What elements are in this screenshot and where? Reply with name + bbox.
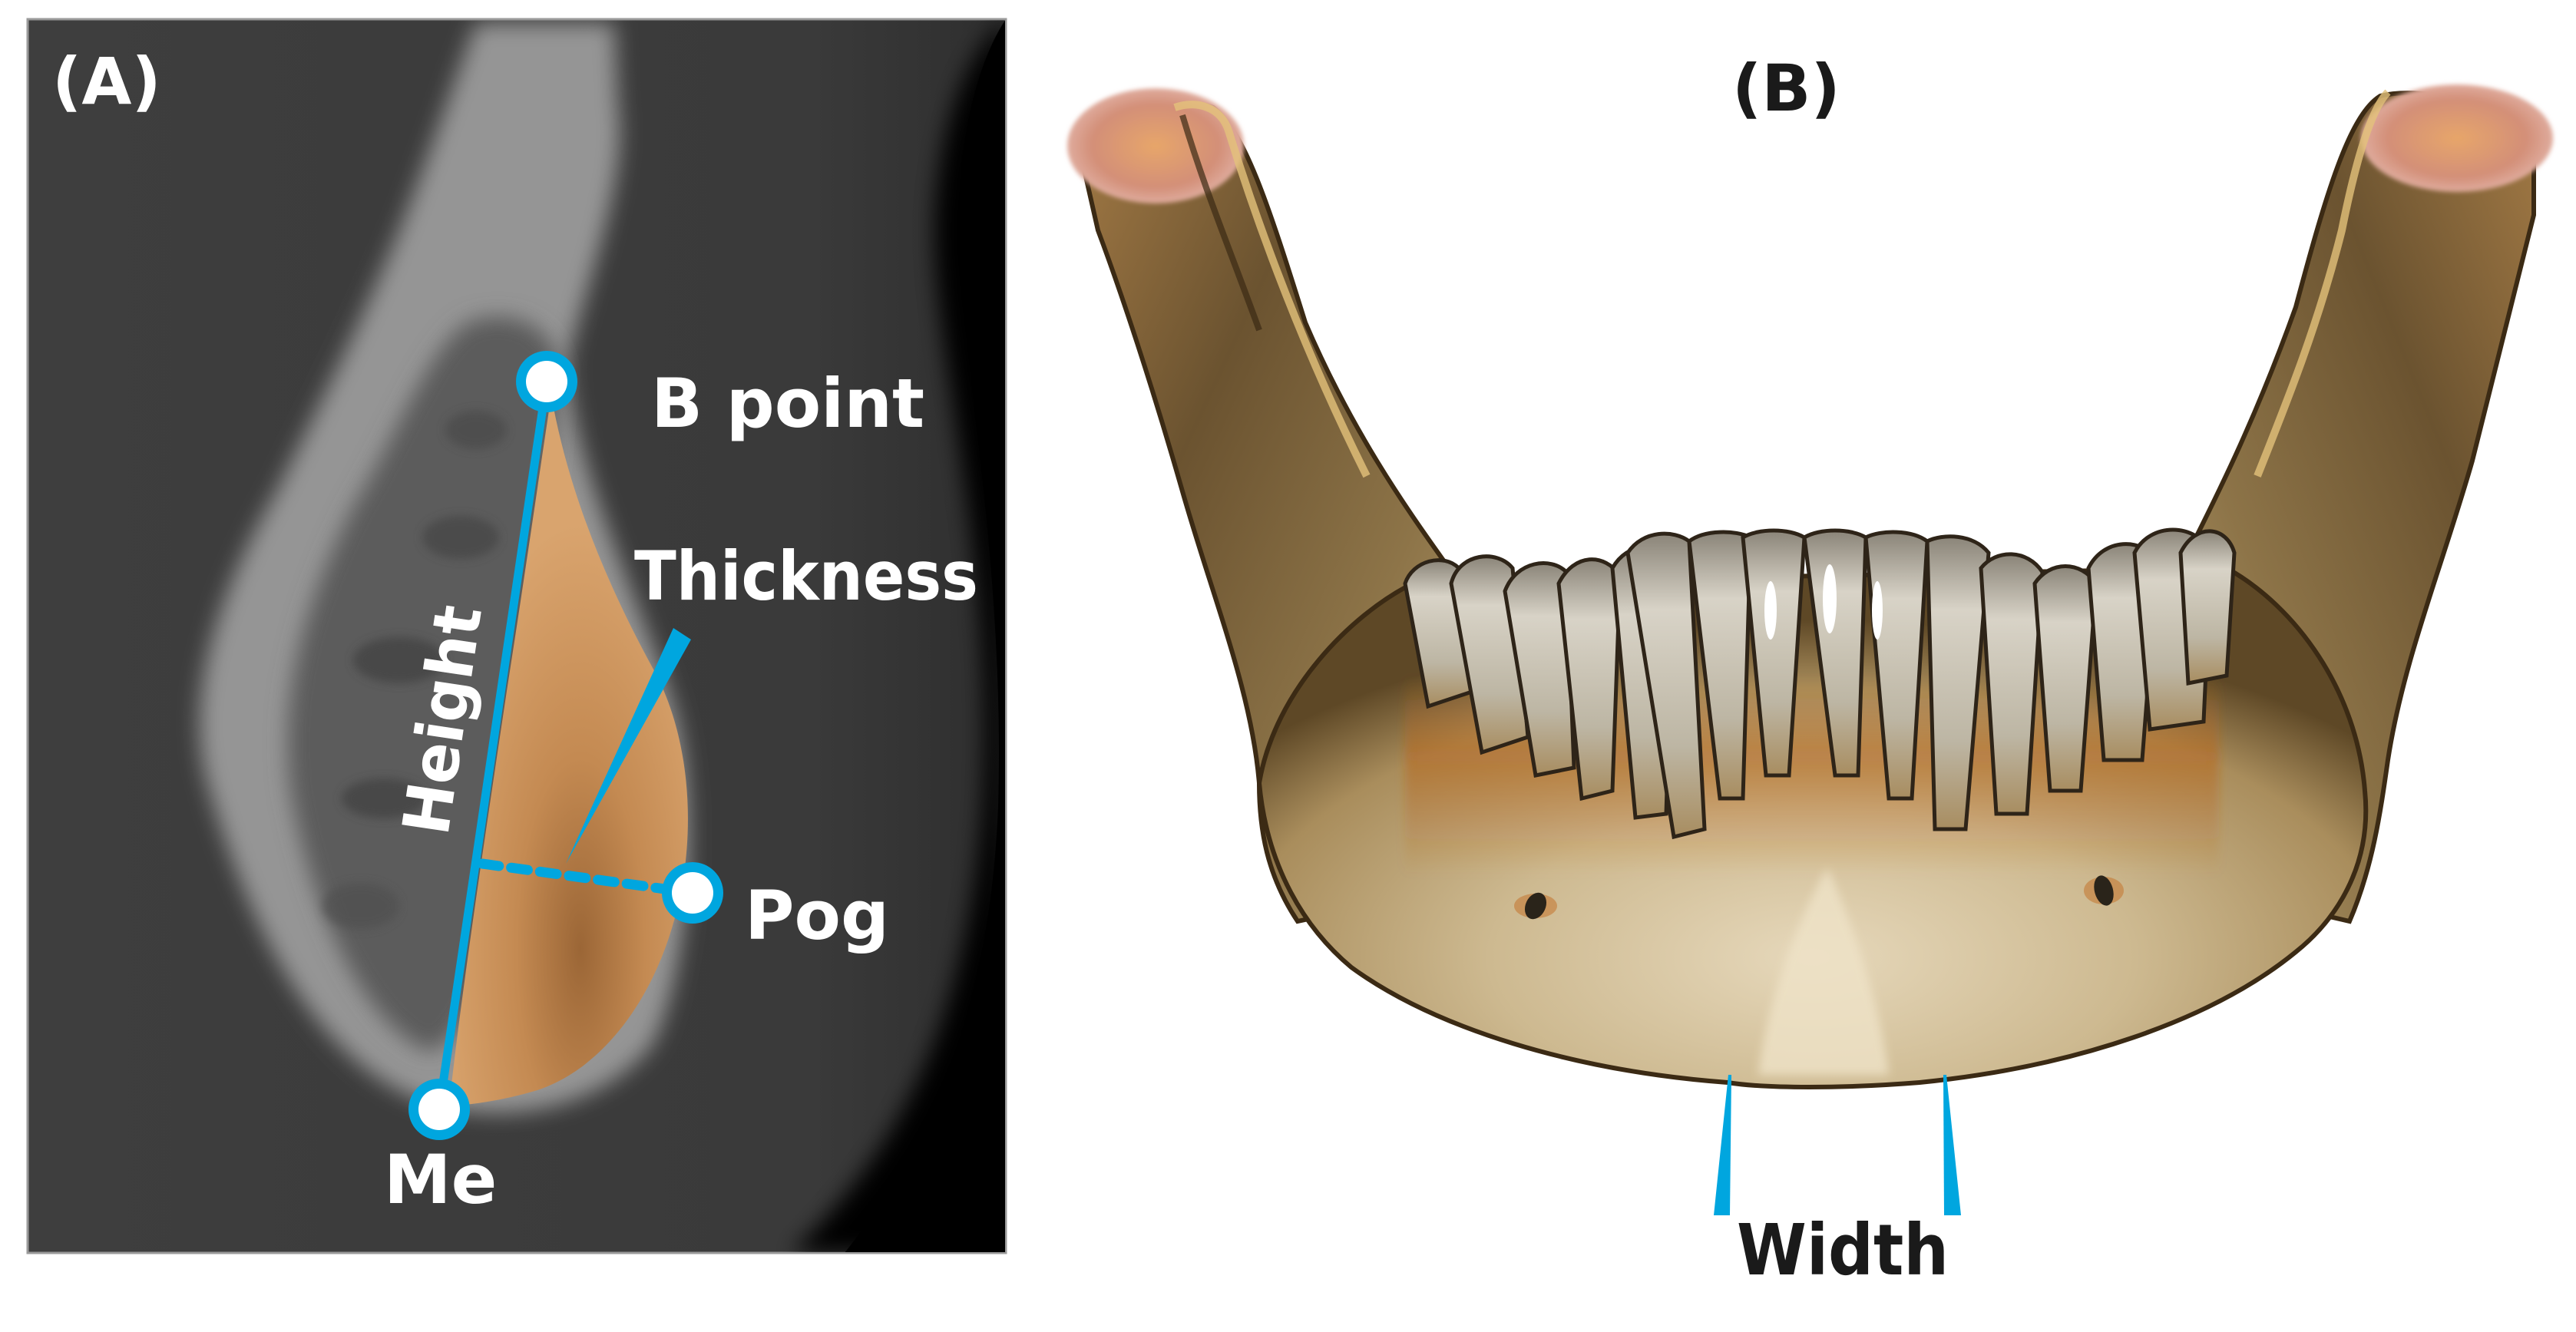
- panel-b: (B): [1067, 51, 2553, 1291]
- thickness-pointer: [566, 628, 691, 864]
- panel-b-label: (B): [1732, 51, 1840, 126]
- symphysis-region: [449, 395, 688, 1106]
- teeth: [1403, 527, 2237, 840]
- interdental-gaps: [1764, 564, 1883, 640]
- right-condyle: [2361, 84, 2553, 192]
- air-region: [792, 20, 1005, 1252]
- b-point-label: B point: [651, 364, 924, 443]
- panel-a: (A) B point Thickness Pog Me Height: [26, 18, 1007, 1254]
- thickness-label: Thickness: [634, 537, 978, 616]
- left-condyle: [1067, 88, 1244, 203]
- width-marker-right: [1943, 1075, 1961, 1215]
- width-marker-left: [1714, 1075, 1731, 1215]
- height-line: [435, 377, 551, 1114]
- mandible-rendering: [1067, 84, 2553, 1089]
- pog-label: Pog: [745, 876, 889, 955]
- me-label: Me: [384, 1140, 497, 1219]
- thickness-line: [477, 858, 698, 898]
- width-label: Width: [1737, 1209, 1949, 1291]
- mental-foramen-right: [2084, 875, 2124, 906]
- landmark-b-point: [516, 351, 577, 412]
- landmark-pog: [662, 862, 723, 924]
- panel-a-label: (A): [52, 44, 161, 119]
- landmark-me: [408, 1079, 470, 1140]
- mental-foramen-left: [1514, 892, 1557, 920]
